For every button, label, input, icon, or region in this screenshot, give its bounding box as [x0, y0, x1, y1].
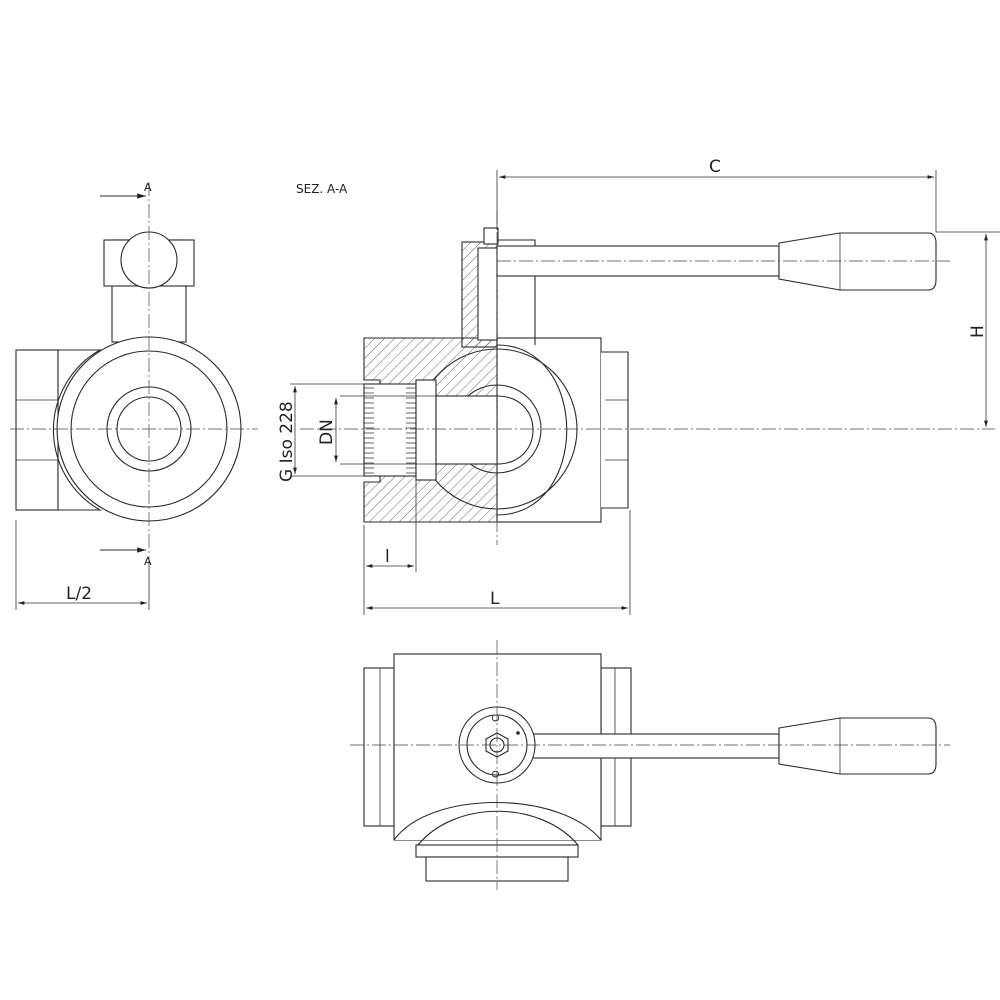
section-title: SEZ. A-A — [296, 182, 348, 196]
dim-h-label: H — [968, 325, 988, 338]
thread-port — [363, 383, 417, 477]
body-right — [496, 337, 602, 523]
dim-c-label: C — [709, 157, 721, 177]
top-port-left — [363, 667, 395, 827]
stem-nut — [483, 227, 499, 245]
lever-grip — [778, 232, 937, 291]
dim-dn-label: DN — [317, 419, 337, 445]
thread-teeth — [364, 387, 416, 474]
port-right — [601, 351, 629, 509]
section-mark-top: A — [144, 181, 152, 194]
end-port-left — [15, 349, 59, 511]
indicator-open-mark: O — [491, 770, 502, 778]
top-port-bottom-arc — [393, 802, 602, 841]
dim-thread-label: G Iso 228 — [277, 401, 297, 482]
top-lever-grip — [778, 717, 937, 775]
section-view — [290, 170, 1000, 615]
dim-l-label: L — [490, 589, 500, 609]
seat — [415, 379, 437, 481]
section-mark-bottom: A — [144, 555, 152, 568]
end-view — [10, 182, 258, 610]
dim-l-small-label: l — [385, 547, 390, 567]
top-view — [350, 640, 950, 890]
ball-bore — [435, 395, 498, 465]
top-lever-arm — [496, 733, 780, 759]
dim-l-half-label: L/2 — [66, 584, 92, 604]
indicator-closed-mark: C — [491, 715, 502, 722]
body-side — [52, 349, 103, 511]
